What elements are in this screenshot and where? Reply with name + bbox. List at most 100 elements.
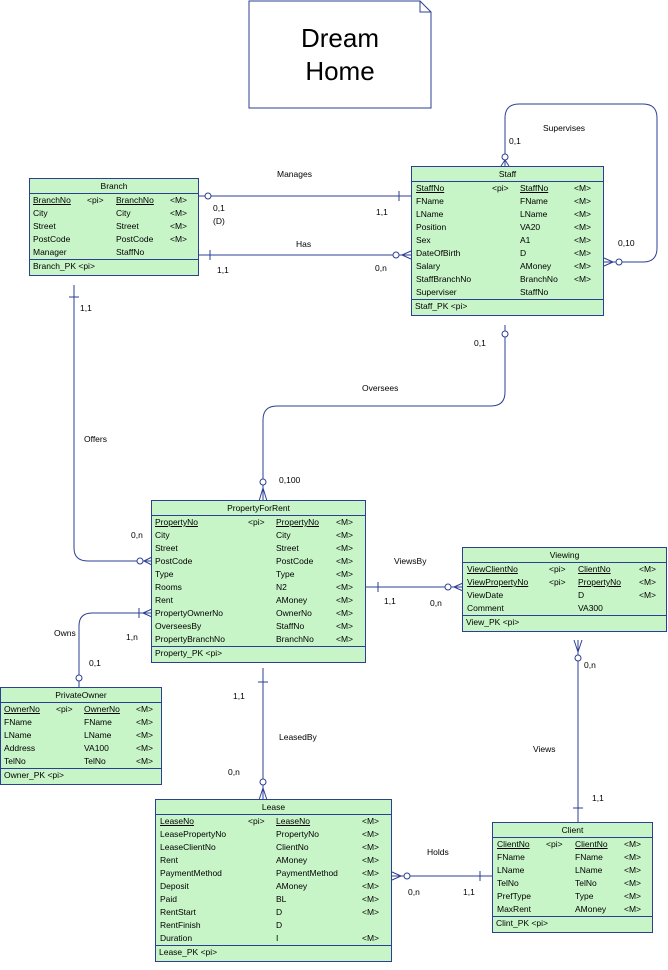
attribute-domain: ClientNo <box>578 564 611 574</box>
attribute-mandatory: <M> <box>136 743 154 753</box>
attribute-domain: AMoney <box>575 904 607 914</box>
leasedby-card2: 0,n <box>228 767 240 777</box>
attribute-domain: Street <box>276 543 299 553</box>
attribute-name: RentStart <box>160 907 196 917</box>
attribute-name: StaffNo <box>416 183 445 193</box>
attribute-domain: BranchNo <box>116 195 154 205</box>
manages-label: Manages <box>277 169 312 179</box>
attribute-mandatory: <M> <box>362 868 380 878</box>
attribute-row: ViewClientNo<pi>ClientNo<M> <box>463 563 666 576</box>
attribute-name: LName <box>497 865 525 875</box>
attribute-mandatory: <M> <box>362 894 380 904</box>
attribute-domain: AMoney <box>520 261 552 271</box>
attribute-domain: PropertyNo <box>276 517 319 527</box>
attribute-domain: PostCode <box>116 234 154 244</box>
attribute-name: OwnerNo <box>4 704 40 714</box>
attribute-mandatory: <M> <box>336 543 354 553</box>
primary-key-label: Lease_PK <pi> <box>159 947 218 957</box>
attribute-name: FName <box>416 196 444 206</box>
attribute-domain: StaffNo <box>520 287 549 297</box>
attribute-mandatory: <M> <box>624 904 642 914</box>
attribute-domain: LName <box>520 209 548 219</box>
attribute-name: Position <box>416 222 447 232</box>
attribute-mandatory: <M> <box>336 595 354 605</box>
attribute-name: ViewDate <box>467 590 504 600</box>
manages-card2: 1,1 <box>376 207 388 217</box>
attribute-row: LeaseNo<pi>LeaseNo<M> <box>156 815 391 828</box>
supervises-label: Supervises <box>543 123 586 133</box>
attribute-name: PostCode <box>33 234 71 244</box>
supervises-line <box>504 103 658 263</box>
attribute-mandatory: <M> <box>574 248 592 258</box>
attribute-name: PaymentMethod <box>160 868 222 878</box>
attribute-name: BranchNo <box>33 195 71 205</box>
attribute-mandatory: <M> <box>362 907 380 917</box>
attribute-name: PrefType <box>497 891 532 901</box>
attribute-identifier: <pi> <box>549 564 566 574</box>
entity-title: Lease <box>156 800 391 815</box>
attribute-name: PropertyBranchNo <box>155 634 225 644</box>
attribute-name: FName <box>4 717 32 727</box>
attribute-list: ViewClientNo<pi>ClientNo<M>ViewPropertyN… <box>463 563 666 616</box>
attribute-name: StaffBranchNo <box>416 274 472 284</box>
attribute-domain: StaffNo <box>520 183 549 193</box>
attribute-mandatory: <M> <box>362 829 380 839</box>
attribute-mandatory: <M> <box>136 730 154 740</box>
attribute-name: MaxRent <box>497 904 532 914</box>
manages-card1-dependent: (D) <box>213 216 225 226</box>
attribute-mandatory: <M> <box>574 209 592 219</box>
views-card1: 0,n <box>584 660 596 670</box>
attribute-name: Address <box>4 743 36 753</box>
attribute-identifier: <pi> <box>492 183 509 193</box>
attribute-domain: City <box>116 208 131 218</box>
attribute-name: LeaseNo <box>160 816 195 826</box>
attribute-name: Type <box>155 569 174 579</box>
attribute-mandatory: <M> <box>624 865 642 875</box>
attribute-domain: D <box>578 590 585 600</box>
attribute-mandatory: <M> <box>336 582 354 592</box>
oversees-card2: 0,100 <box>279 475 301 485</box>
attribute-domain: TelNo <box>575 878 597 888</box>
holds-card1: 0,n <box>408 887 420 897</box>
attribute-mandatory: <M> <box>336 621 354 631</box>
attribute-mandatory: <M> <box>624 891 642 901</box>
offers-label: Offers <box>84 434 107 444</box>
attribute-domain: StaffNo <box>276 621 305 631</box>
attribute-domain: VA100 <box>84 743 109 753</box>
attribute-domain: BL <box>276 894 287 904</box>
offers-line <box>73 285 152 562</box>
attribute-row: ClientNo<pi>ClientNo<M> <box>493 838 652 851</box>
attribute-name: LeasePropertyNo <box>160 829 227 839</box>
attribute-name: PostCode <box>155 556 193 566</box>
entity-title: PrivateOwner <box>1 688 161 703</box>
attribute-mandatory: <M> <box>336 517 354 527</box>
attribute-identifier: <pi> <box>549 577 566 587</box>
